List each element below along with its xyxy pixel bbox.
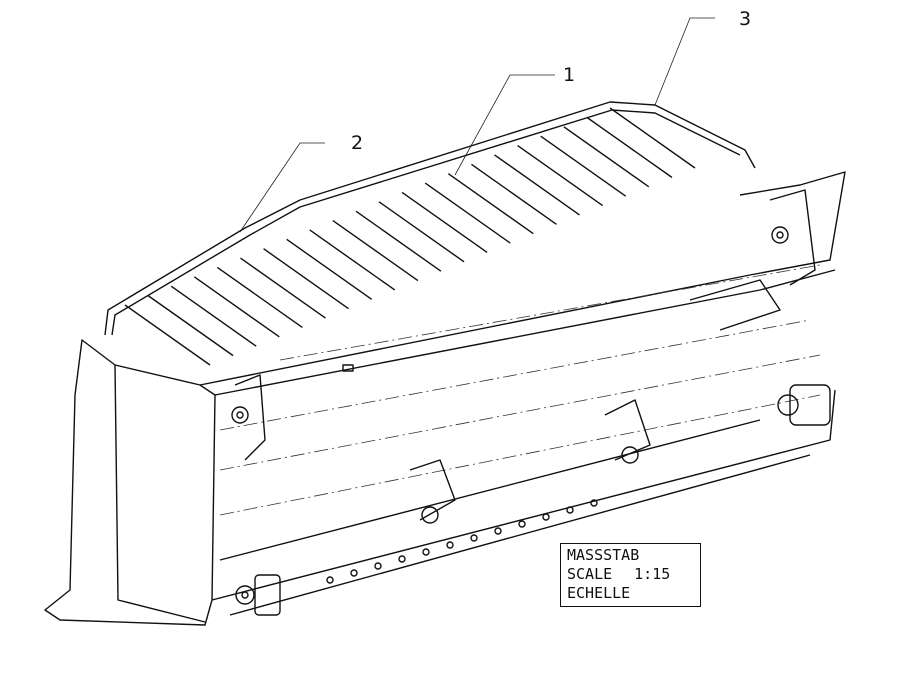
- grille-rib: [471, 163, 557, 225]
- grille-rib: [193, 276, 280, 338]
- edge-bolt: [446, 541, 454, 549]
- grille-rib: [309, 229, 396, 291]
- grille-rib: [147, 295, 234, 357]
- grille-rib: [401, 191, 488, 254]
- scale-label-en: SCALE: [567, 565, 613, 583]
- leader-line-1: [454, 74, 555, 176]
- leader-line-2: [239, 142, 325, 233]
- edge-bolt: [566, 506, 574, 514]
- grille-rib: [170, 285, 257, 347]
- edge-bolt: [518, 520, 526, 528]
- grille-rib: [517, 144, 604, 207]
- grille-rib: [494, 154, 580, 216]
- grille-rib: [124, 304, 211, 366]
- callout-1: 1: [563, 64, 576, 86]
- edge-bolt: [494, 527, 502, 535]
- scale-label-fr: ECHELLE: [567, 584, 631, 602]
- edge-bolt: [350, 569, 358, 577]
- scale-row: SCALE 1:15: [567, 565, 700, 584]
- grille-rib: [332, 219, 419, 282]
- grille-rib: [609, 107, 696, 169]
- grille-rib: [263, 248, 349, 310]
- grille: [104, 101, 756, 366]
- grille-rib: [563, 126, 650, 188]
- grille-rib: [447, 173, 534, 235]
- callout-2: 2: [351, 132, 364, 154]
- scale-label-de: MASSSTAB: [567, 546, 640, 564]
- grille-rib: [424, 182, 511, 244]
- edge-bolt: [326, 576, 334, 584]
- grille-rib: [378, 201, 465, 263]
- grille-rib: [216, 266, 303, 329]
- bucket-body: [44, 171, 846, 626]
- grille-rib: [540, 135, 627, 197]
- edge-bolt: [590, 499, 598, 507]
- edge-bolt: [422, 548, 430, 556]
- scale-value: 1:15: [634, 565, 671, 583]
- grille-rib: [240, 257, 326, 319]
- grille-rib: [286, 238, 373, 300]
- grille-rib: [355, 210, 442, 272]
- leader-line-3: [654, 17, 715, 106]
- edge-bolt: [374, 562, 382, 570]
- scale-box: MASSSTAB SCALE 1:15 ECHELLE: [560, 543, 701, 607]
- edge-bolt: [470, 534, 478, 542]
- grille-rib: [586, 116, 673, 178]
- callout-3: 3: [739, 8, 752, 30]
- edge-bolt: [542, 513, 550, 521]
- edge-bolt: [398, 555, 406, 563]
